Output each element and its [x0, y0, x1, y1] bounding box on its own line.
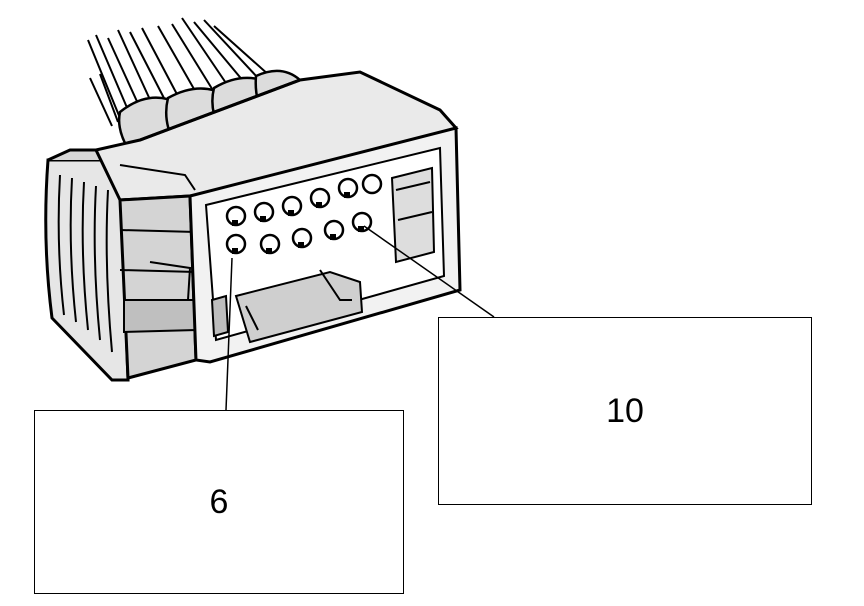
leader-lines — [225, 225, 495, 411]
leader-line-10 — [363, 225, 495, 318]
callout-box-10: 10 — [438, 317, 812, 505]
connector-front-face — [188, 126, 462, 364]
terminal-cavities — [225, 173, 383, 255]
leader-line-6 — [225, 257, 233, 411]
callout-label-6: 6 — [209, 482, 229, 521]
wire-bundle — [87, 17, 271, 127]
connector-body — [93, 70, 459, 380]
callout-label-10: 10 — [606, 391, 644, 430]
callout-box-6: 6 — [34, 410, 404, 594]
